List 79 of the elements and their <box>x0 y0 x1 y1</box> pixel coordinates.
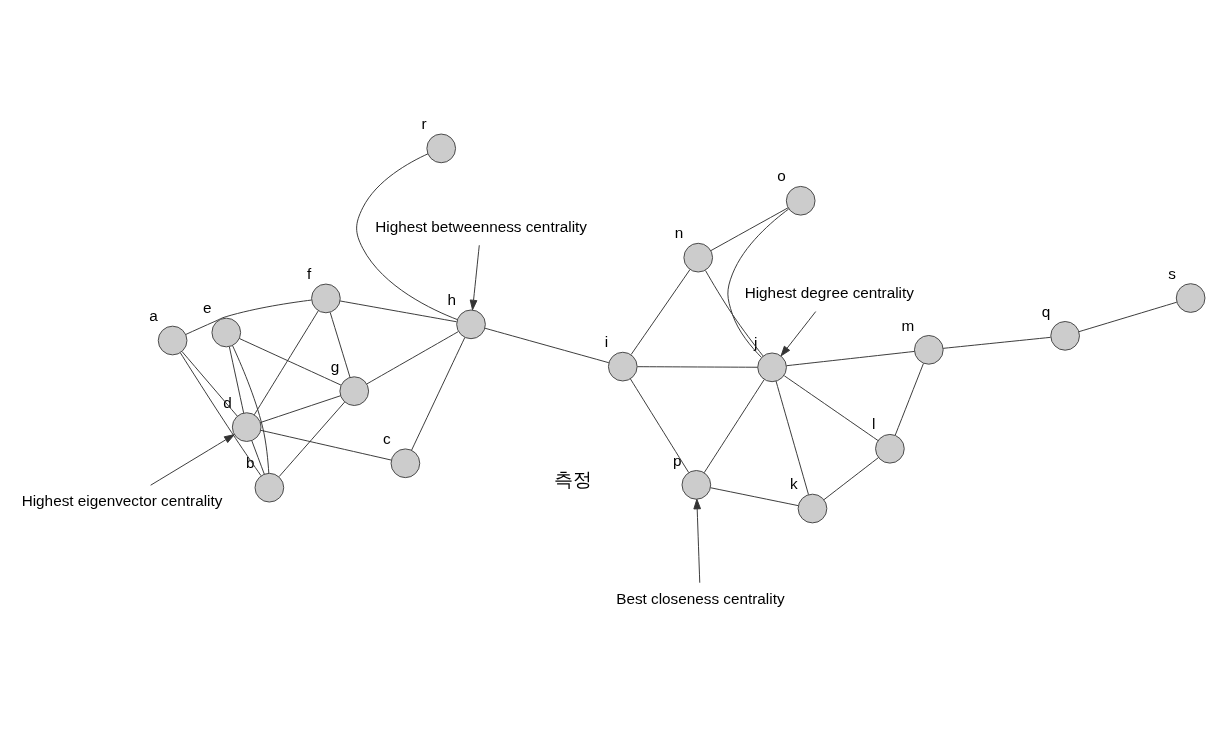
connector <box>942 336 1052 349</box>
connector <box>185 299 312 335</box>
node-text: Highest eigenvector centrality <box>21 491 223 509</box>
node-circle <box>311 283 341 313</box>
node-circle <box>426 133 457 163</box>
node-circle <box>157 325 188 355</box>
connector <box>484 327 610 363</box>
arrow <box>150 433 235 486</box>
node-circle <box>607 351 638 381</box>
node-circle <box>339 375 370 406</box>
node-label: p <box>672 451 682 469</box>
connector <box>253 309 319 415</box>
node-text: Highest betweenness centrality <box>375 217 587 235</box>
node-circle <box>785 185 816 216</box>
node-label: q <box>1041 302 1051 320</box>
arrow <box>469 244 480 310</box>
arrow <box>780 310 817 356</box>
node-label: o <box>777 166 786 184</box>
connector <box>783 374 879 441</box>
node-circle <box>211 317 242 347</box>
connector <box>228 345 245 413</box>
node-label: g <box>330 357 340 375</box>
connector <box>339 299 458 322</box>
node-circle <box>681 469 712 500</box>
node-label: b <box>245 453 255 471</box>
connector <box>366 330 459 384</box>
connector <box>260 429 392 460</box>
connector <box>329 311 351 378</box>
node-label: a <box>149 306 158 324</box>
connector <box>703 378 765 473</box>
node-label: c <box>382 429 391 447</box>
node-circle <box>757 352 787 382</box>
node-text: Highest degree centrality <box>744 283 914 301</box>
connector <box>636 365 759 368</box>
node-label: m <box>901 316 915 334</box>
connector <box>710 206 789 251</box>
node-circle <box>875 433 905 464</box>
connector <box>239 337 342 386</box>
node-label: n <box>674 223 684 241</box>
node-label: h <box>447 290 457 308</box>
node-circle <box>231 411 262 442</box>
connector <box>786 350 915 366</box>
connector <box>356 152 458 320</box>
connector <box>894 362 924 436</box>
label: 측정 <box>554 468 593 490</box>
connector <box>823 456 879 500</box>
node-circle <box>797 493 828 523</box>
node-circle <box>390 447 421 478</box>
connector <box>181 350 238 417</box>
node-circle <box>1175 282 1206 313</box>
connector <box>251 439 265 475</box>
node-circle <box>914 334 944 365</box>
connector <box>775 380 809 495</box>
node-label: j <box>754 333 758 351</box>
node-label: f <box>307 264 312 282</box>
node-label: e <box>202 298 212 316</box>
node-text: Best closeness centrality <box>616 589 785 607</box>
connector <box>278 401 346 477</box>
node-circle <box>456 309 486 339</box>
connector <box>705 269 764 356</box>
node-label: l <box>871 414 876 432</box>
connector <box>179 352 262 476</box>
node-circle <box>683 242 714 272</box>
node-label: r <box>421 114 427 132</box>
node-circle <box>1050 320 1080 351</box>
node-label: i <box>604 332 609 350</box>
node-label: k <box>790 474 798 492</box>
connector <box>232 344 270 474</box>
node-label: d <box>223 393 232 411</box>
arrow <box>693 498 701 583</box>
connector <box>629 377 690 473</box>
node-circle <box>254 472 285 502</box>
connector <box>727 208 790 358</box>
node-label: s <box>1168 264 1176 282</box>
connector <box>1078 301 1178 332</box>
connector <box>411 336 466 451</box>
connector <box>710 486 799 506</box>
connector <box>259 394 341 423</box>
connector <box>630 268 691 355</box>
